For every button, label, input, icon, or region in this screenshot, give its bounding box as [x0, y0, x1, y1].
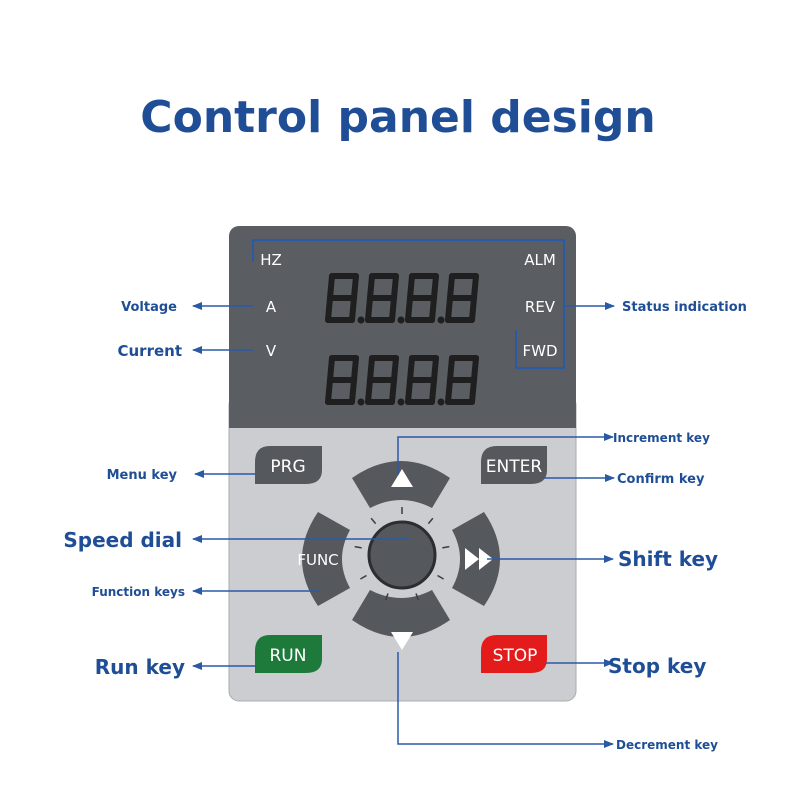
digit-segment: [327, 355, 335, 383]
display-panel: [229, 226, 576, 428]
decimal-point: [357, 398, 365, 406]
digit-segment: [325, 377, 333, 405]
enter-button-label: ENTER: [486, 457, 543, 477]
shift-key-callout: Shift key: [618, 547, 718, 571]
digit-segment: [469, 377, 477, 405]
enter-button[interactable]: ENTER: [481, 446, 547, 484]
alm-label: ALM: [524, 251, 556, 269]
status-indication-callout: Status indication: [622, 300, 747, 315]
decimal-point: [437, 398, 445, 406]
stop-key-callout: Stop key: [608, 654, 706, 678]
digit-segment: [389, 377, 397, 405]
digit-segment: [327, 273, 335, 301]
digit-segment: [447, 355, 455, 383]
digit-segment: [407, 273, 415, 301]
upper-seven-segment-readout: [325, 273, 479, 324]
digit-segment: [405, 295, 413, 323]
digit-segment: [391, 355, 399, 383]
digit-segment: [367, 273, 375, 301]
dial-tick: [360, 574, 367, 580]
fwd-label: FWD: [522, 342, 557, 360]
func-button[interactable]: FUNC: [297, 512, 350, 606]
digit-segment: [349, 377, 357, 405]
decimal-point: [397, 316, 405, 324]
increment-callout-line: [397, 433, 614, 475]
dial-tick: [370, 517, 377, 525]
digit-segment: [431, 273, 439, 301]
confirm-key-callout: Confirm key: [617, 472, 705, 487]
digit-segment: [429, 377, 437, 405]
decimal-point: [397, 398, 405, 406]
digit-segment: [429, 295, 437, 323]
prg-button[interactable]: PRG: [255, 446, 322, 484]
digit-segment: [471, 273, 479, 301]
callout-lines: [192, 302, 615, 748]
current-callout: Current: [117, 342, 182, 360]
func-button-label: FUNC: [297, 551, 338, 569]
shift-button[interactable]: [452, 512, 500, 606]
dial-tick: [354, 545, 362, 549]
voltage-callout: Voltage: [121, 300, 177, 315]
digit-segment: [391, 273, 399, 301]
function-keys-callout: Function keys: [92, 585, 185, 599]
digit-segment: [469, 295, 477, 323]
page-title: Control panel design: [140, 92, 655, 143]
digit-segment: [349, 295, 357, 323]
double-arrow-right-icon: [465, 548, 493, 570]
v-label: V: [266, 342, 277, 360]
decrement-key-callout: Decrement key: [616, 738, 718, 752]
digit-segment: [365, 377, 373, 405]
run-key-callout: Run key: [95, 655, 185, 679]
hz-label: HZ: [260, 251, 282, 269]
digit-segment: [471, 355, 479, 383]
decrement-callout-line: [397, 652, 614, 748]
increment-button[interactable]: [352, 461, 450, 508]
lower-seven-segment-readout: [325, 355, 479, 406]
speed-dial-callout: Speed dial: [63, 528, 182, 552]
digit-segment: [405, 377, 413, 405]
digit-segment: [325, 295, 333, 323]
digit-segment: [445, 295, 453, 323]
dial-tick: [384, 593, 389, 601]
menu-key-callout: Menu key: [107, 468, 178, 483]
dial-tick: [437, 574, 444, 580]
digit-segment: [365, 295, 373, 323]
decimal-point: [437, 316, 445, 324]
digit-segment: [445, 377, 453, 405]
decrement-button[interactable]: [352, 590, 450, 650]
up-arrow-icon: [391, 469, 413, 487]
digit-segment: [431, 355, 439, 383]
digit-segment: [351, 273, 359, 301]
stop-button[interactable]: STOP: [481, 635, 547, 673]
dial-tick: [427, 517, 434, 525]
increment-key-callout: Increment key: [613, 431, 710, 445]
digit-segment: [407, 355, 415, 383]
digit-segment: [447, 273, 455, 301]
digit-segment: [351, 355, 359, 383]
run-button-label: RUN: [270, 646, 307, 666]
down-arrow-icon: [391, 632, 413, 650]
run-button[interactable]: RUN: [255, 635, 322, 673]
stop-button-label: STOP: [493, 646, 538, 666]
prg-button-label: PRG: [270, 457, 305, 477]
a-label: A: [266, 298, 277, 316]
status-bracket: [252, 239, 565, 369]
dial-tick: [415, 593, 420, 601]
digit-segment: [367, 355, 375, 383]
digit-segment: [389, 295, 397, 323]
dial-tick: [442, 545, 450, 549]
decimal-point: [357, 316, 365, 324]
rev-label: REV: [525, 298, 556, 316]
